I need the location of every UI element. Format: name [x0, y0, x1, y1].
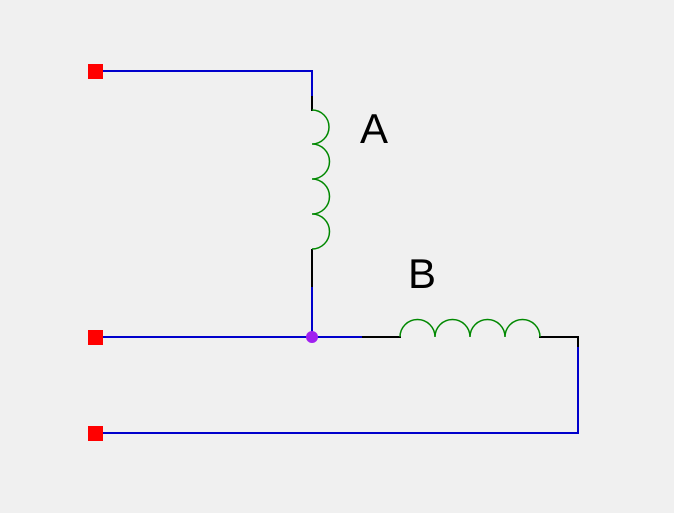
coil-b-lead-right [539, 336, 579, 348]
wire-bottom-return [96, 347, 579, 434]
coil-a-inductor [311, 109, 331, 250]
wire-top [96, 70, 313, 108]
coil-b-label: B [408, 250, 436, 297]
coil-a-label: A [360, 105, 388, 152]
terminal-middle[interactable] [88, 330, 103, 345]
junction-node [306, 331, 318, 343]
terminal-top[interactable] [88, 64, 103, 79]
coil-b-inductor [399, 318, 541, 338]
terminal-bottom[interactable] [88, 426, 103, 441]
